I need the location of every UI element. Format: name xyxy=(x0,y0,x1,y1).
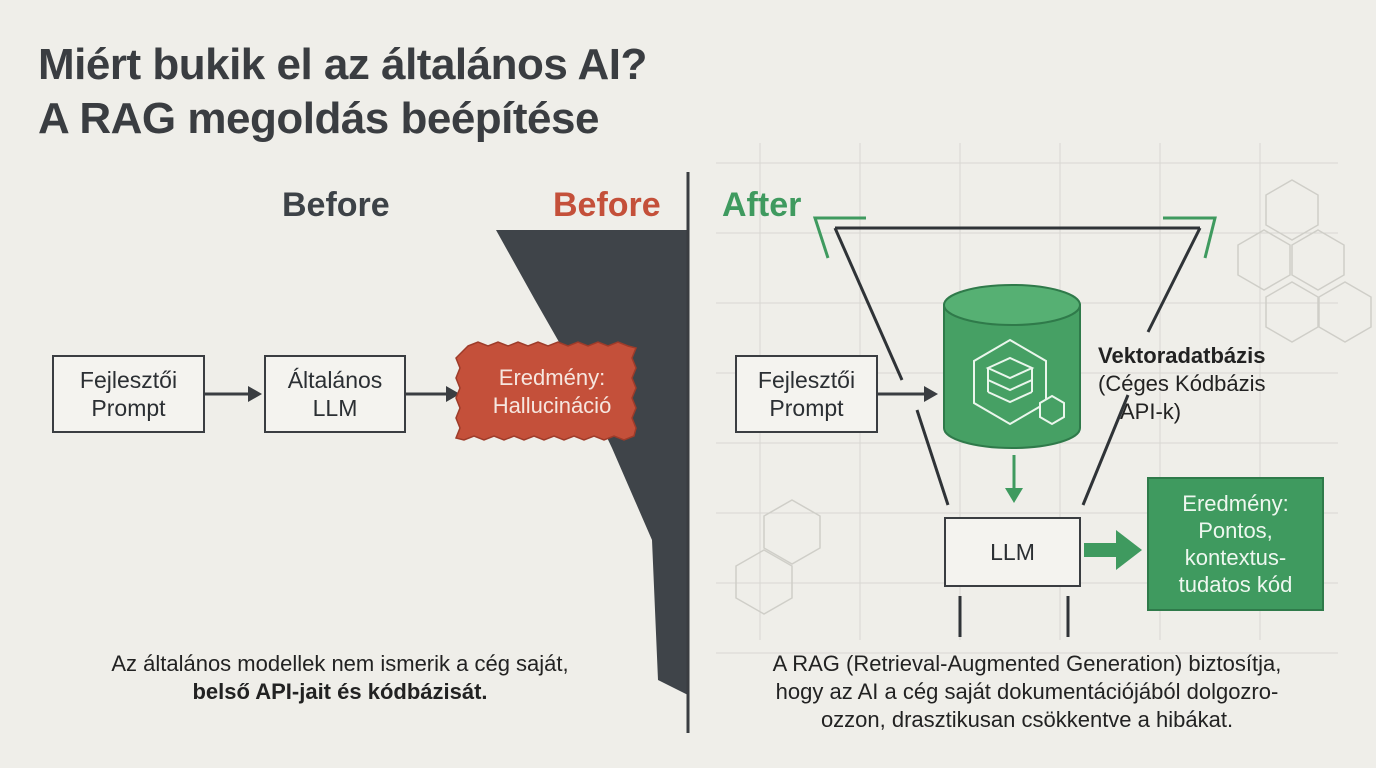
accurate-result-line-2: Pontos, xyxy=(1198,518,1273,543)
vector-database-cylinder xyxy=(943,284,1081,449)
before-header-right: Before xyxy=(553,186,661,224)
before-caption: Az általános modellek nem ismerik a cég … xyxy=(40,650,640,706)
after-llm-label: LLM xyxy=(990,539,1035,565)
vector-database-label: Vektoradatbázis (Céges Kódbázis API-k) xyxy=(1098,342,1266,426)
dark-funnel-shape xyxy=(496,230,688,695)
accurate-result-line-3: kontextus- xyxy=(1184,545,1287,570)
after-funnel-outline xyxy=(833,226,1202,637)
database-layers-icon xyxy=(973,338,1065,426)
after-prompt-line-1: Fejlesztői xyxy=(757,367,856,393)
after-caption: A RAG (Retrieval-Augmented Generation) b… xyxy=(712,650,1342,734)
title-line-1: Miért bukik el az általános AI? xyxy=(38,40,647,89)
after-prompt-box: Fejlesztői Prompt xyxy=(735,355,878,433)
vector-database-line-2: (Céges Kódbázis xyxy=(1098,371,1266,396)
before-llm-line-2: LLM xyxy=(312,395,358,421)
page-title: Miért bukik el az általános AI? A RAG me… xyxy=(38,38,647,146)
arrow-db-to-llm xyxy=(1005,455,1023,503)
before-header-left: Before xyxy=(282,186,390,224)
before-prompt-line-2: Prompt xyxy=(91,395,166,421)
after-arrow-prompt xyxy=(878,386,938,402)
accurate-result-line-1: Eredmény: xyxy=(1182,491,1289,516)
after-llm-box: LLM xyxy=(944,517,1081,587)
after-caption-line-3: ozzon, drasztikusan csökkentve a hibákat… xyxy=(820,707,1234,732)
before-prompt-line-1: Fejlesztői xyxy=(79,367,178,393)
hallucination-result-line-1: Eredmény: xyxy=(498,365,606,390)
title-line-2: A RAG megoldás beépítése xyxy=(38,94,599,143)
accurate-code-result: Eredmény: Pontos, kontextus- tudatos kód xyxy=(1147,477,1324,611)
before-llm-line-1: Általános xyxy=(287,367,383,393)
hallucination-result-line-2: Hallucináció xyxy=(492,393,612,418)
vector-database-title: Vektoradatbázis xyxy=(1098,343,1266,368)
accurate-result-line-4: tudatos kód xyxy=(1178,572,1293,597)
arrow-llm-to-result xyxy=(1084,530,1142,570)
green-funnel-accents xyxy=(812,216,1217,259)
vector-database-line-3: API-k) xyxy=(1120,399,1182,424)
after-prompt-line-2: Prompt xyxy=(769,395,844,421)
after-header: After xyxy=(722,186,802,224)
before-prompt-box: Fejlesztői Prompt xyxy=(52,355,205,433)
after-caption-line-1: A RAG (Retrieval-Augmented Generation) b… xyxy=(772,651,1282,676)
before-caption-line-1: Az általános modellek nem ismerik a cég … xyxy=(111,651,569,676)
before-arrows xyxy=(205,386,460,402)
hallucination-badge-shape xyxy=(454,341,638,441)
after-caption-line-2: hogy az AI a cég saját dokumentációjából… xyxy=(775,679,1279,704)
before-llm-box: Általános LLM xyxy=(264,355,406,433)
before-caption-line-2: belső API-jait és kódbázisát. xyxy=(192,679,488,704)
hallucination-result: Eredmény: Hallucináció xyxy=(462,343,642,441)
hexagon-decoration xyxy=(735,179,1372,615)
